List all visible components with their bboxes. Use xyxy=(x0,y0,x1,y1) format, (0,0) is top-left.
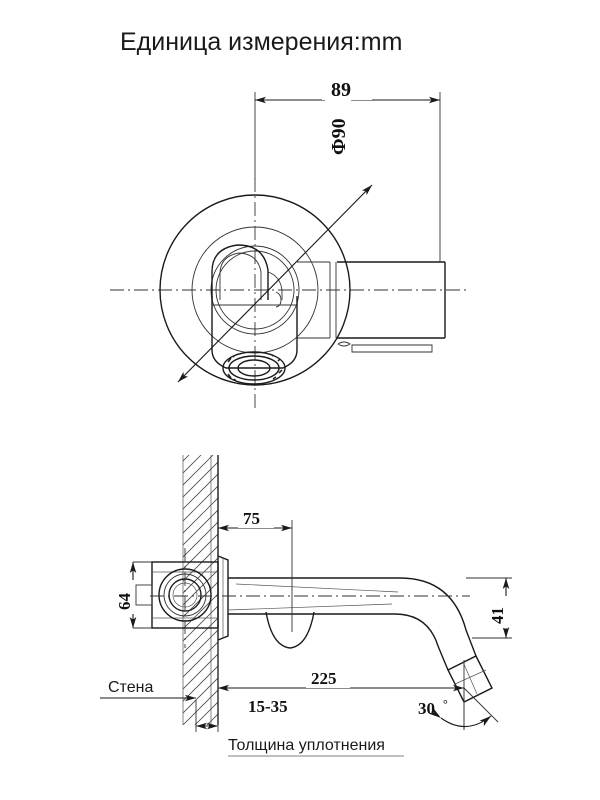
top-view-group: 89 Φ90 xyxy=(110,78,470,412)
bottom-view-group: 75 64 225 xyxy=(100,455,512,757)
valve-side-lug xyxy=(135,584,153,606)
dim-30-angle-ref xyxy=(463,687,499,723)
dimension-64: 64 xyxy=(115,561,152,629)
spout-inner-top xyxy=(235,583,399,593)
dimension-41: 41 xyxy=(466,577,512,639)
seal-thickness-caption: Толщина уплотнения xyxy=(228,737,385,754)
page-title: Единица измерения:mm xyxy=(120,28,402,56)
dim-41-label-group: 41 xyxy=(488,596,508,628)
spout-body-lower xyxy=(211,296,298,369)
spout-outlet-inner-b xyxy=(462,661,478,695)
dim-30-degree-symbol: ° xyxy=(443,697,448,711)
spout-outlet-inner-a xyxy=(454,669,487,685)
spout-outlet-face xyxy=(447,655,493,703)
arm-slot-tab xyxy=(337,341,351,347)
dim-d90-label: Φ90 xyxy=(328,118,350,155)
spout-top-edge xyxy=(228,577,477,657)
dim-d90-text-mask xyxy=(325,97,351,159)
dim-75-text-mask xyxy=(238,508,274,528)
dim-d90-label-group: Φ90 xyxy=(325,97,351,159)
dim-64-text-mask xyxy=(115,580,135,614)
dim-41-label: 41 xyxy=(488,607,507,624)
dim-75-label: 75 xyxy=(243,509,260,528)
dim-41-text-mask xyxy=(488,596,508,628)
wall-callout: Стена xyxy=(100,679,196,702)
dim-64-label-group: 64 xyxy=(115,580,135,614)
dimension-30-degrees: 30 ° xyxy=(418,687,499,730)
wall-label: Стена xyxy=(108,679,153,696)
arm-slot-detail xyxy=(351,344,433,353)
dimension-seal-thickness: 15-35 Толщина уплотнения xyxy=(195,697,404,757)
escutcheon-plate xyxy=(217,555,229,641)
dim-64-label: 64 xyxy=(115,593,134,611)
spout-profile xyxy=(150,577,493,703)
dim-d90-leader xyxy=(177,184,373,383)
dim-30-label: 30 xyxy=(418,699,435,718)
dim-30-arc xyxy=(429,708,492,728)
spout-inner-wall xyxy=(227,603,393,611)
dim-89-label: 89 xyxy=(331,79,351,101)
dimension-diameter-90: Φ90 xyxy=(177,97,373,383)
spout-arm xyxy=(297,261,446,353)
wall-hatch xyxy=(183,455,218,725)
dimension-75: 75 xyxy=(218,508,293,632)
concealed-valve-body xyxy=(135,548,219,648)
dimension-225: 225 xyxy=(217,640,465,730)
wall-section xyxy=(182,455,219,725)
dim-225-label: 225 xyxy=(311,669,337,688)
dimension-89: 89 xyxy=(254,78,441,262)
spout-underside-bulge xyxy=(265,611,315,649)
dim-89-text-mask xyxy=(322,78,372,100)
dim-225-text-mask xyxy=(306,668,350,688)
spout-bottom-edge xyxy=(228,613,449,671)
dim-seal-label: 15-35 xyxy=(248,697,288,716)
